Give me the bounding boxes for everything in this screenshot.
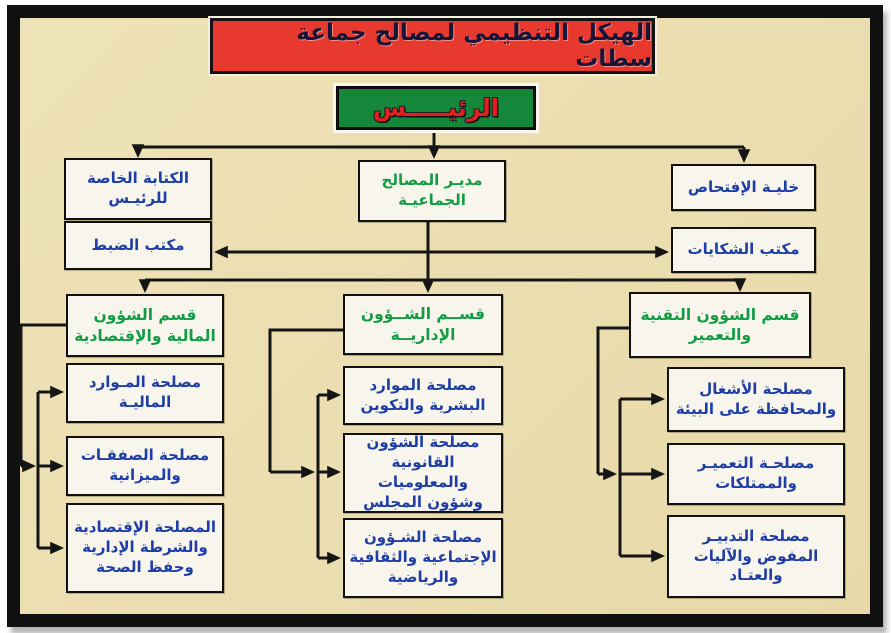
node-services-director: مديـر المصالح الجماعيـة — [358, 160, 506, 222]
service-human-resources: مصلحة الموارد البشرية والتكوين — [343, 366, 503, 425]
service-social-cultural-sports: مصلحة الشـؤون الإجتماعية والثقافية والري… — [343, 518, 503, 598]
page-title: الهيكل التنظيمي لمصالح جماعة سطات — [210, 18, 655, 74]
service-urbanism-property: مصلحـة التعميـر والممتلكات — [667, 443, 845, 505]
service-contracts-budget: مصلحة الصفقـات والميزانية — [66, 436, 224, 496]
division-admin: قســم الشــؤون الإداريــة — [343, 294, 503, 355]
node-private-secretariat: الكتابة الخاصة للرئيـس — [64, 158, 212, 220]
division-finance: قسم الشؤون المالية والإقتصادية — [66, 294, 224, 357]
service-delegated-management-equipment: مصلحة التدبيـر المفوض والآليات والعتـاد — [667, 515, 845, 598]
service-economic-police-health: المصلحة الإقتصادية والشرطة الإدارية وحفظ… — [66, 503, 224, 593]
node-records-office: مكتب الضبط — [64, 221, 212, 270]
node-audit-cell: خليـة الإفتحاص — [671, 164, 816, 211]
president-box: الرئيـــــس — [336, 86, 536, 130]
service-financial-resources: مصلحة المـوارد الماليـة — [66, 363, 224, 423]
division-technical: قسم الشؤون التقنية والتعمير — [629, 292, 811, 358]
node-complaints-office: مكتب الشكايات — [671, 227, 816, 273]
service-legal-it-council: مصلحة الشؤون القانونية والمعلوميات وشؤون… — [343, 433, 503, 513]
service-works-environment: مصلحة الأشغال والمحافظة على البيئة — [667, 367, 845, 432]
